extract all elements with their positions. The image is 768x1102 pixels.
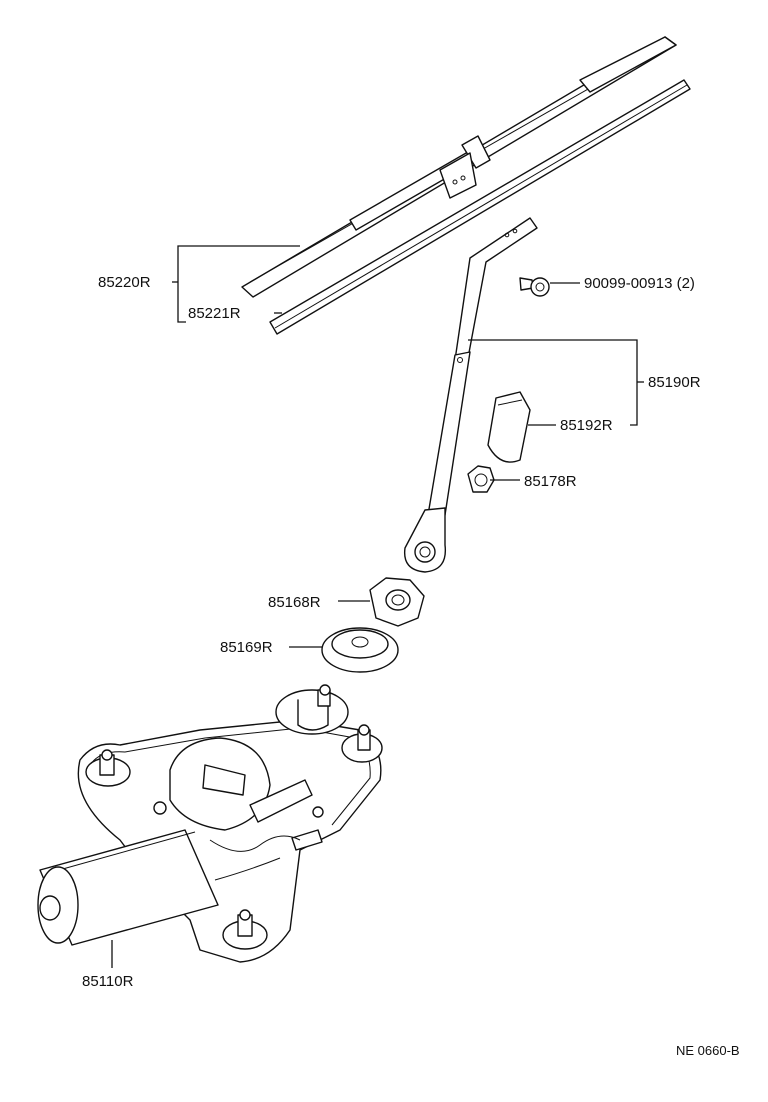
part-label-wiper-arm: 85190R	[648, 374, 701, 391]
screw-drawing	[519, 277, 550, 297]
pivot-nut-drawing	[369, 577, 425, 627]
part-label-pivot-cushion: 85169R	[220, 639, 273, 656]
arm-nut-drawing	[467, 465, 495, 493]
part-label-arm-nut: 85178R	[524, 473, 577, 490]
arm-cover-drawing	[487, 391, 531, 463]
part-label-arm-cover: 85192R	[560, 417, 613, 434]
part-label-screw: 90099-00913 (2)	[584, 275, 695, 292]
pivot-cushion-drawing	[321, 627, 399, 673]
wiper-arm-drawing	[403, 217, 538, 573]
blade-rubber-drawing	[269, 79, 691, 335]
part-label-wiper-blade: 85220R	[98, 274, 151, 291]
part-label-wiper-motor: 85110R	[82, 973, 134, 990]
wiper-blade-drawing	[241, 36, 677, 298]
diagram-code: NE 0660-B	[676, 1043, 740, 1058]
part-label-blade-rubber: 85221R	[188, 305, 241, 322]
wiper-motor-drawing	[37, 684, 383, 963]
part-label-pivot-nut: 85168R	[268, 594, 321, 611]
leader-lines	[111, 245, 644, 968]
